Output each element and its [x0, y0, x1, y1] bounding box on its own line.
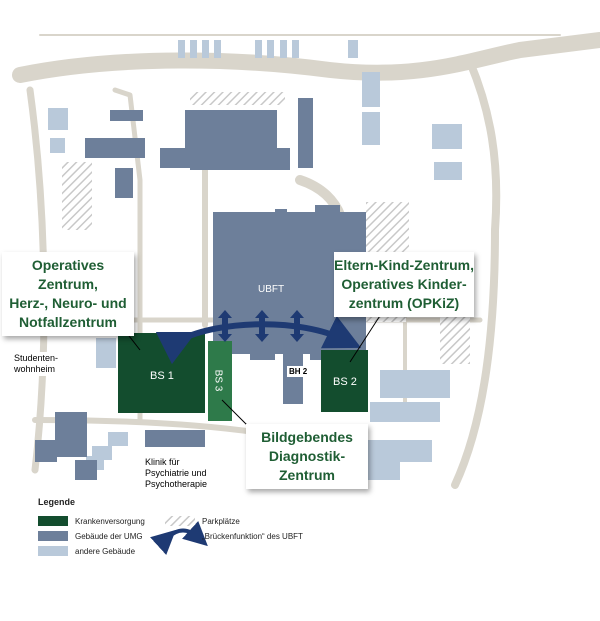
callout-line: Bildgebendes: [261, 429, 353, 445]
legend-andere-label: andere Gebäude: [75, 547, 136, 556]
label-line: Klinik für: [145, 457, 180, 467]
legend-brueckenfunktion-label: „Brückenfunktion“ des UBFT: [202, 532, 303, 541]
label-bs3: BS 3: [212, 369, 224, 392]
callout-line: Operatives Zentrum,: [31, 257, 105, 292]
callout-line: Diagnostik-Zentrum: [268, 448, 346, 483]
callout-operatives-zentrum: Operatives Zentrum, Herz-, Neuro- und No…: [2, 252, 134, 336]
callout-line: Herz-, Neuro- und: [9, 295, 127, 311]
label-bs2: BS 2: [333, 376, 357, 388]
label-bs1: BS 1: [150, 370, 174, 382]
callout-line: Notfallzentrum: [19, 314, 117, 330]
label-bh2: BH 2: [287, 366, 310, 377]
legend-parkplaetze-label: Parkplätze: [202, 517, 240, 526]
label-line: Psychotherapie: [145, 479, 208, 489]
legend-krankenversorgung-label: Krankenversorgung: [75, 517, 145, 526]
legend-swatches: [38, 516, 208, 556]
legend-parkplaetze-swatch: [165, 516, 195, 526]
label-line: wohnheim: [14, 364, 56, 374]
brueckenfunktion-arrows: [155, 310, 362, 365]
legend-umg-label: Gebäude der UMG: [75, 532, 143, 541]
legend-andere-swatch: [38, 546, 68, 556]
legend-krankenversorgung-swatch: [38, 516, 68, 526]
callout-eltern-kind-zentrum: Eltern-Kind-Zentrum, Operatives Kinder- …: [334, 252, 474, 317]
label-line: Psychiatrie und: [145, 468, 207, 478]
legend-umg-swatch: [38, 531, 68, 541]
label-line: Studenten-: [14, 353, 59, 363]
label-ubft: UBFT: [258, 284, 285, 295]
callout-bildgebendes-zentrum: Bildgebendes Diagnostik-Zentrum: [246, 424, 368, 489]
label-studentenwohnheim: Studenten- wohnheim: [12, 352, 61, 376]
legend-arrow-swatch: [150, 521, 208, 555]
callout-line: zentrum (OPKiZ): [348, 295, 460, 311]
label-klinik-psychiatrie: Klinik für Psychiatrie und Psychotherapi…: [143, 456, 210, 491]
legend-title: Legende: [38, 497, 76, 507]
callout-line: Eltern-Kind-Zentrum,: [334, 257, 474, 273]
callout-line: Operatives Kinder-: [341, 276, 467, 292]
